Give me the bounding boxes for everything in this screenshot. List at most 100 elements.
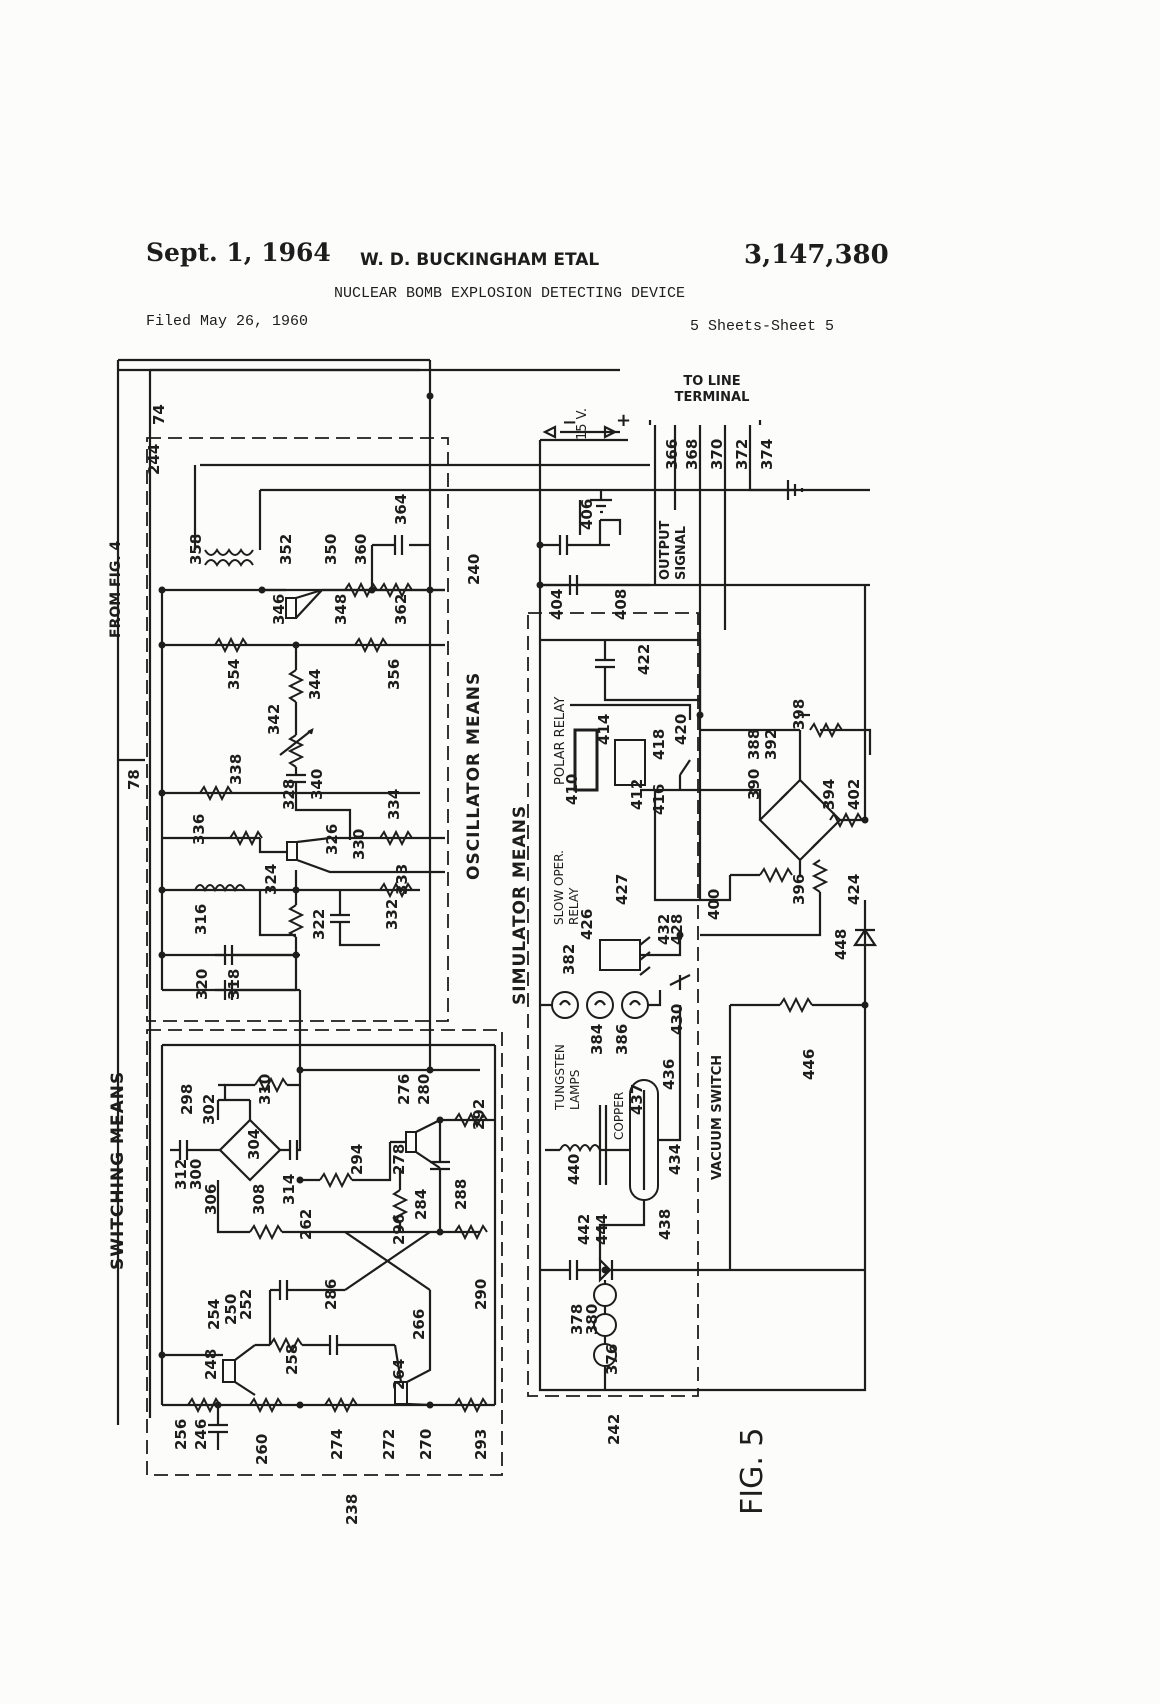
- wire-308: [218, 1180, 250, 1232]
- ref-numeral-78: 78: [125, 769, 143, 790]
- ref-numeral-394: 394: [820, 779, 838, 810]
- ref-numeral-414: 414: [595, 714, 613, 745]
- bridge-388-top: [700, 715, 870, 780]
- ref-numeral-254: 254: [205, 1299, 223, 1330]
- ref-numeral-420: 420: [672, 714, 690, 745]
- ref-numeral-296: 296: [390, 1214, 408, 1245]
- ref-numeral-404: 404: [548, 589, 566, 620]
- ref-numeral-358: 358: [187, 534, 205, 565]
- transistor-250: [223, 1360, 235, 1382]
- ref-numeral-354: 354: [225, 659, 243, 690]
- ref-numeral-286: 286: [322, 1279, 340, 1310]
- ref-numeral-380: 380: [583, 1304, 601, 1335]
- ref-numeral-342: 342: [265, 704, 283, 735]
- ref-numeral-290: 290: [472, 1279, 490, 1310]
- capacitor-286: [302, 1335, 395, 1355]
- ref-numeral-382: 382: [560, 944, 578, 975]
- ref-numeral-278: 278: [390, 1144, 408, 1175]
- ref-numeral-274: 274: [328, 1429, 346, 1460]
- voltage-label: 15 V.: [575, 408, 590, 440]
- ref-numeral-308: 308: [250, 1184, 268, 1215]
- wire-294: [300, 1142, 390, 1180]
- to-line-terminal-label: TO LINE TERMINAL: [668, 374, 756, 406]
- ref-numeral-438: 438: [656, 1209, 674, 1240]
- ref-numeral-428: 428: [668, 914, 686, 945]
- ref-numeral-238: 238: [343, 1494, 361, 1525]
- ref-numeral-374: 374: [758, 439, 776, 470]
- ref-numeral-356: 356: [385, 659, 403, 690]
- terminal-bracket: [650, 420, 760, 425]
- ref-numeral-408: 408: [612, 589, 630, 620]
- ref-numeral-360: 360: [352, 534, 370, 565]
- ref-numeral-384: 384: [588, 1024, 606, 1055]
- ref-numeral-448: 448: [832, 929, 850, 960]
- ref-numeral-304: 304: [245, 1129, 263, 1160]
- ref-numeral-372: 372: [733, 439, 751, 470]
- ref-numeral-386: 386: [613, 1024, 631, 1055]
- ref-numeral-362: 362: [392, 594, 410, 625]
- simulator-rails: [540, 640, 865, 1390]
- ref-numeral-390: 390: [745, 769, 763, 800]
- ref-numeral-376: 376: [603, 1344, 621, 1375]
- ref-numeral-330: 330: [350, 829, 368, 860]
- simulator-means-label: SIMULATOR MEANS: [510, 805, 530, 1005]
- ref-numeral-400: 400: [705, 889, 723, 920]
- ref-numeral-418: 418: [650, 729, 668, 760]
- resistor-344: [290, 670, 302, 702]
- ref-numeral-334: 334: [385, 789, 403, 820]
- ref-numeral-348: 348: [332, 594, 350, 625]
- lamp-382: [552, 992, 578, 1018]
- ref-numeral-256: 256: [172, 1419, 190, 1450]
- ref-numeral-306: 306: [202, 1184, 220, 1215]
- ref-numeral-426: 426: [578, 909, 596, 940]
- ref-numeral-326: 326: [323, 824, 341, 855]
- ref-numeral-328: 328: [280, 779, 298, 810]
- ref-numeral-244: 244: [145, 444, 163, 475]
- transistor-326: [287, 842, 297, 860]
- ref-numeral-262: 262: [297, 1209, 315, 1240]
- ref-numeral-406: 406: [578, 499, 596, 530]
- ref-numeral-344: 344: [306, 669, 324, 700]
- from-fig-4-label: FROM FIG. 4: [108, 541, 124, 638]
- ref-numeral-336: 336: [190, 814, 208, 845]
- ref-numeral-270: 270: [417, 1429, 435, 1460]
- ref-numeral-364: 364: [392, 494, 410, 525]
- ref-numeral-350: 350: [322, 534, 340, 565]
- ref-numeral-437: 437: [628, 1084, 646, 1115]
- ref-numeral-246: 246: [192, 1419, 210, 1450]
- ref-numeral-293: 293: [472, 1429, 490, 1460]
- ref-numeral-333: 333: [393, 864, 411, 895]
- lamp-384: [587, 992, 613, 1018]
- ref-numeral-292: 292: [470, 1099, 488, 1130]
- capacitor-288: [430, 1120, 450, 1232]
- ref-numeral-310: 310: [256, 1074, 274, 1105]
- ref-numeral-392: 392: [762, 729, 780, 760]
- ref-numeral-368: 368: [683, 439, 701, 470]
- ref-numeral-288: 288: [452, 1179, 470, 1210]
- capacitor-246: [208, 1405, 228, 1450]
- ref-numeral-388: 388: [745, 729, 763, 760]
- tungsten-lamps-label: TUNGSTEN LAMPS: [553, 1040, 583, 1110]
- resistor-308: [250, 1226, 282, 1238]
- ref-numeral-260: 260: [253, 1434, 271, 1465]
- supply-lines: [540, 440, 870, 640]
- ref-numeral-276: 276: [395, 1074, 413, 1105]
- diode-444: [600, 1260, 865, 1280]
- bridge-298-top: [218, 1085, 255, 1120]
- ref-numeral-280: 280: [415, 1074, 433, 1105]
- ref-numeral-322: 322: [310, 909, 328, 940]
- ref-numeral-248: 248: [202, 1349, 220, 1380]
- ref-numeral-398: 398: [790, 699, 808, 730]
- wire-396: [655, 790, 800, 900]
- resistor-294: [320, 1174, 352, 1186]
- ref-numeral-346: 346: [270, 594, 288, 625]
- ref-numeral-424: 424: [845, 874, 863, 905]
- ref-numeral-240: 240: [465, 554, 483, 585]
- ref-numeral-74: 74: [150, 404, 168, 425]
- ref-numeral-436: 436: [660, 1059, 678, 1090]
- ref-numeral-302: 302: [200, 1094, 218, 1125]
- ref-numeral-396: 396: [790, 874, 808, 905]
- ref-numeral-316: 316: [192, 904, 210, 935]
- oscillator-means-label: OSCILLATOR MEANS: [464, 672, 484, 880]
- ref-numeral-412: 412: [628, 779, 646, 810]
